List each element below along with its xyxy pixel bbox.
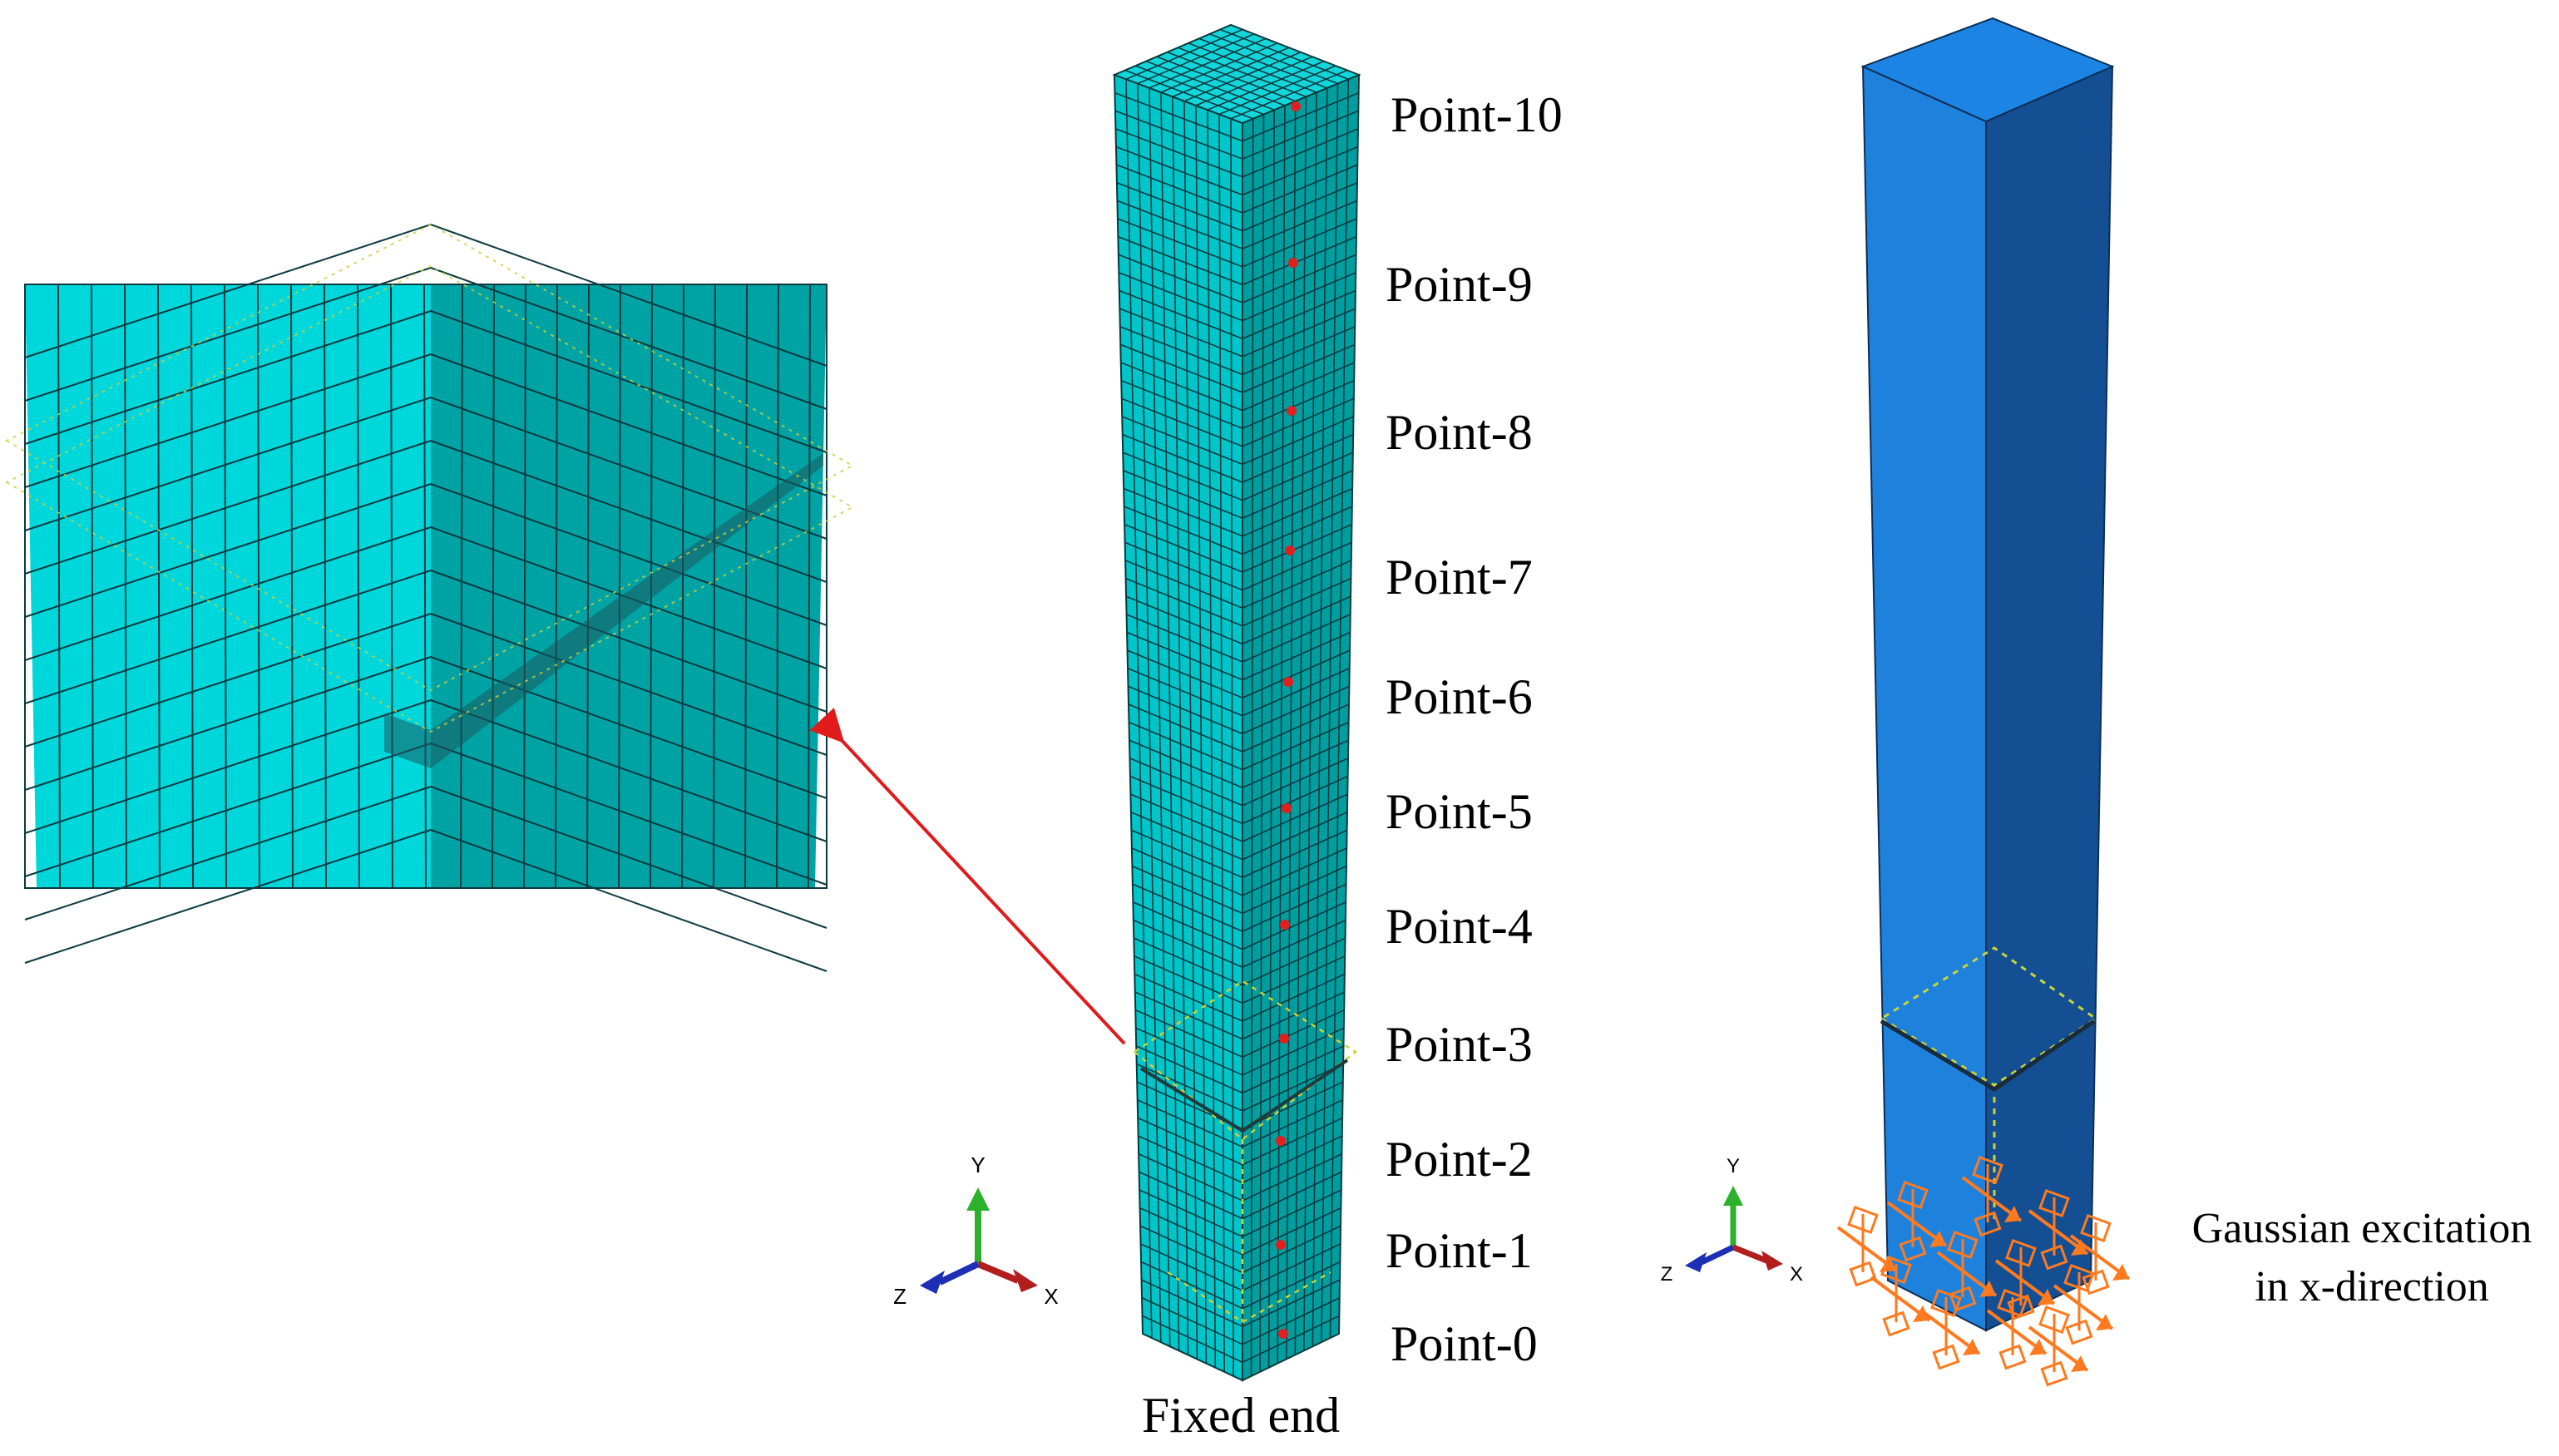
zoom-callout-arrow [809, 707, 1126, 1045]
solid-crack-front [1880, 1019, 2096, 1092]
triad-z-axis [938, 1261, 980, 1286]
load-arrow [1986, 1288, 2048, 1370]
load-arrow [2028, 1188, 2089, 1271]
load-arrow [2069, 1213, 2131, 1296]
triad-x-arrow [1761, 1251, 1783, 1271]
point-labels: Point-0 Point-1 Point-2 Point-3 Point-4 Point… [1386, 87, 1563, 1371]
label-point-7: Point-7 [1386, 550, 1533, 605]
solid-column-front-face [1861, 65, 1987, 1332]
load-arrow [1961, 1155, 2023, 1237]
label-point-3: Point-3 [1386, 1017, 1533, 1072]
probe-point-9 [1288, 258, 1298, 268]
triad-y-label: Y [971, 1152, 985, 1177]
load-arrow [1886, 1180, 1948, 1262]
inset-refinement-band [384, 453, 823, 768]
triad-x-arrow [1013, 1269, 1038, 1292]
triad-x-label: X [1044, 1284, 1058, 1309]
mesh-column-top-face [1112, 23, 1361, 125]
mesh-crack-front [1139, 1059, 1349, 1133]
solid-column-side-face [1985, 65, 2114, 1332]
label-point-2: Point-2 [1386, 1132, 1533, 1187]
solid-crack-marker [1879, 946, 2098, 1222]
excitation-label-line1: Gaussian excitation [2192, 1205, 2532, 1252]
load-arrow [2028, 1305, 2089, 1387]
triad-x-axis [976, 1261, 1020, 1284]
probe-point-5 [1282, 803, 1292, 813]
probe-point-1 [1276, 1240, 1286, 1250]
load-arrow [1919, 1288, 1981, 1370]
triad-z-arrow [920, 1271, 945, 1294]
axis-triad-mesh: Y X Z [893, 1152, 1059, 1309]
probe-point-0 [1278, 1329, 1288, 1339]
label-point-5: Point-5 [1386, 784, 1533, 839]
probe-points [1276, 101, 1301, 1339]
label-point-8: Point-8 [1386, 405, 1533, 460]
triad-z-axis [1700, 1244, 1735, 1266]
load-arrow [1870, 1255, 1931, 1337]
label-point-1: Point-1 [1386, 1223, 1533, 1278]
probe-point-8 [1287, 406, 1297, 416]
fixed-end-label: Fixed end [1142, 1388, 1340, 1443]
solid-column: Gaussian excitation in x-direction [1836, 17, 2532, 1387]
probe-point-2 [1276, 1136, 1286, 1146]
label-point-10: Point-10 [1391, 87, 1563, 142]
triad-x-label: X [1790, 1263, 1803, 1286]
triad-x-axis [1732, 1244, 1768, 1264]
load-arrow [1936, 1230, 1998, 1312]
triad-z-label: Z [893, 1284, 907, 1309]
triad-z-arrow [1685, 1252, 1707, 1272]
inset-crack-marker [4, 223, 855, 733]
inset-mesh-grid [24, 224, 827, 972]
probe-point-10 [1291, 101, 1301, 111]
probe-point-7 [1285, 545, 1295, 555]
probe-point-6 [1283, 677, 1293, 687]
zoom-inset [4, 223, 855, 972]
probe-point-3 [1279, 1034, 1289, 1044]
triad-y-label: Y [1727, 1155, 1740, 1177]
triad-y-arrow [966, 1187, 990, 1211]
excitation-label-line2: in x-direction [2255, 1263, 2489, 1310]
label-point-6: Point-6 [1386, 669, 1533, 724]
label-point-9: Point-9 [1386, 257, 1533, 312]
load-arrow [2053, 1263, 2114, 1345]
triad-z-label: Z [1661, 1263, 1673, 1286]
label-point-4: Point-4 [1386, 899, 1533, 954]
triad-y-arrow [1723, 1186, 1743, 1206]
solid-column-top-face [1860, 17, 2115, 123]
probe-point-4 [1280, 920, 1290, 930]
meshed-column: Point-0 Point-1 Point-2 Point-3 Point-4 Point… [1112, 23, 1563, 1443]
gaussian-load-arrows [1836, 1155, 2131, 1387]
label-point-0: Point-0 [1391, 1316, 1538, 1371]
axis-triad-solid: Y X Z [1661, 1155, 1803, 1286]
inset-right-face [431, 284, 827, 888]
